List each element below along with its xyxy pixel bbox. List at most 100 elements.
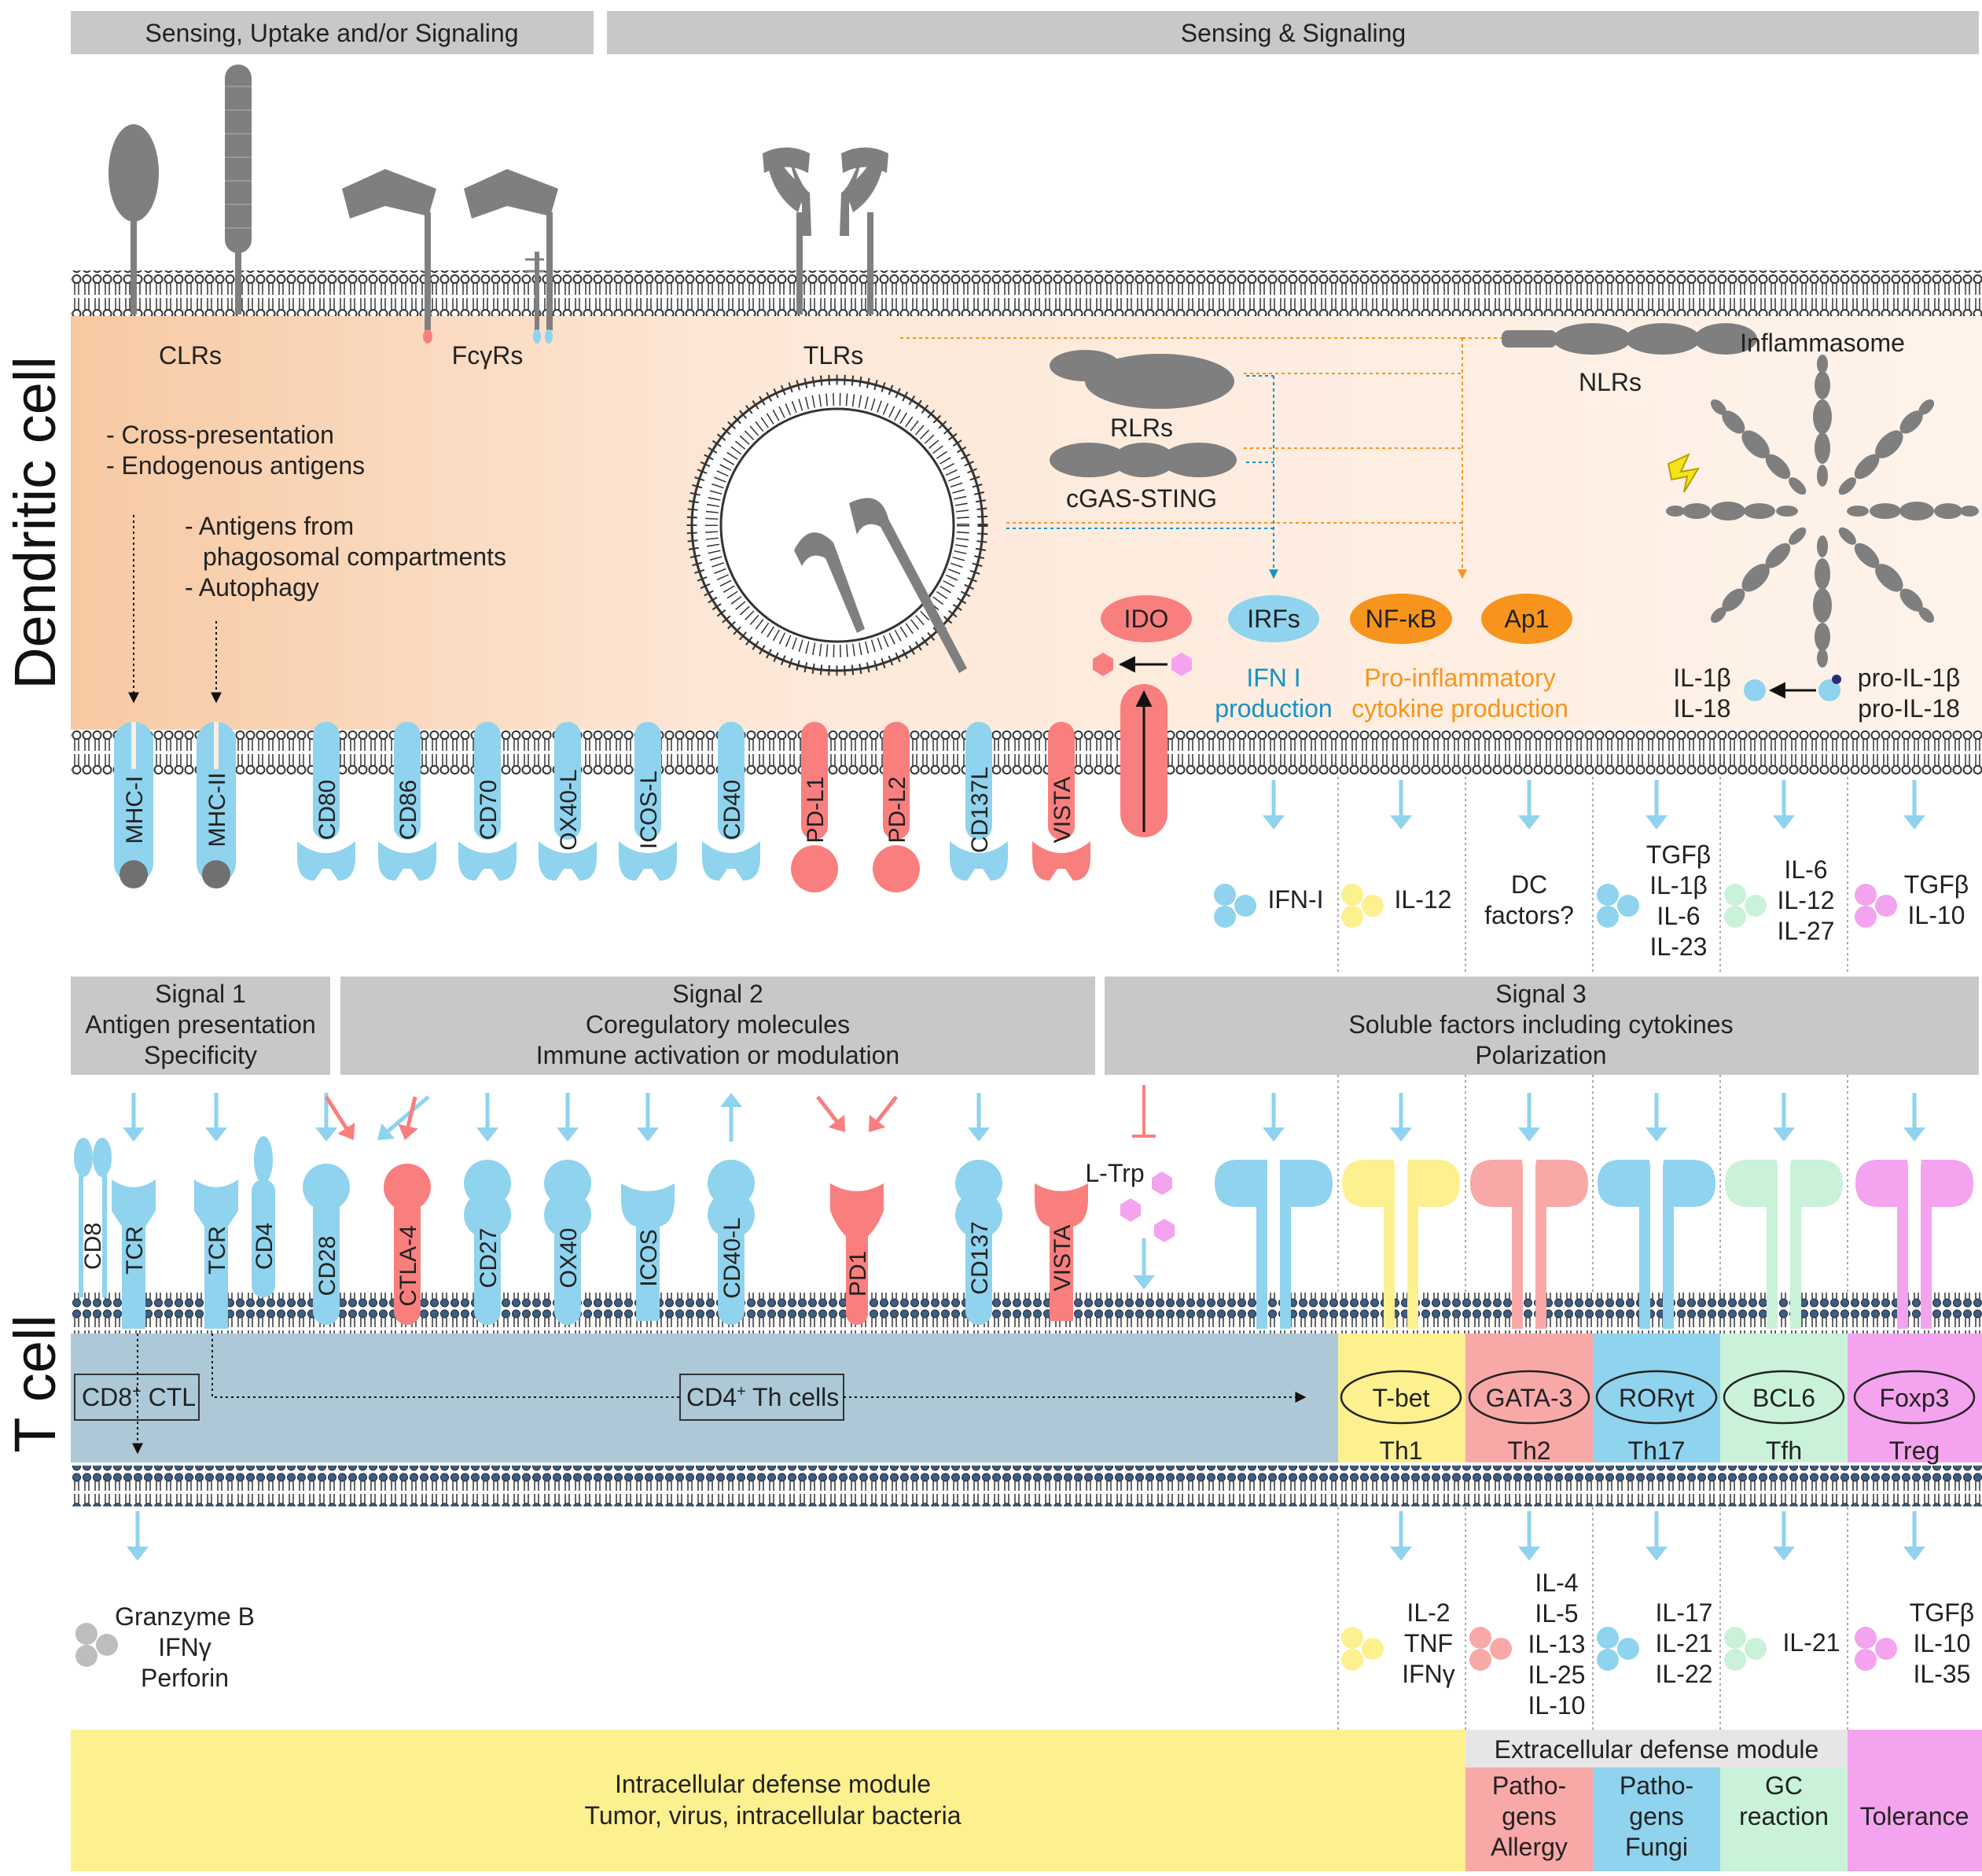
dc-molecule-label: CD137L (967, 767, 993, 853)
cytokine-receptors (1215, 1093, 1973, 1329)
dc-cytokine-label: IL-12 (1778, 886, 1835, 914)
t-molecule-ox40: OX40 (544, 1160, 591, 1325)
ctl-label-rest: CTL (142, 1383, 196, 1411)
dc-cytokine-label: IL-6 (1784, 855, 1827, 884)
signal1-banner (71, 977, 330, 1075)
cytokine-cluster-icon (1214, 884, 1256, 928)
ifn-production-2: production (1215, 694, 1332, 723)
t-molecule-vista: VISTA (1035, 1183, 1088, 1321)
th2-module (1465, 1767, 1593, 1871)
inflammasome-arm (1710, 527, 1807, 623)
ctl-label-sup: + (132, 1383, 142, 1400)
signal3-arrow (1518, 1093, 1540, 1142)
signal1-line3: Specificity (144, 1041, 257, 1069)
th-label-main: CD4 (686, 1383, 737, 1411)
signal2-line1: Signal 2 (672, 980, 763, 1008)
dc-cytoplasm (71, 299, 1982, 739)
t-molecule-ctla-4: CTLA-4 (384, 1164, 431, 1325)
subset-output-label: IL-21 (1783, 1628, 1840, 1657)
t-molecule-cd27: CD27 (464, 1160, 511, 1325)
subset-secretion-arrow (1390, 1511, 1412, 1561)
note-endogenous: - Endogenous antigens (106, 451, 365, 480)
signaling-lines (900, 337, 1502, 579)
t-molecule-label: OX40 (556, 1228, 582, 1289)
dc-molecule-label: CD80 (314, 780, 340, 841)
granule-cluster-icon (75, 1623, 118, 1667)
ifn-production-1: IFN I (1246, 664, 1300, 692)
dc-molecule-cd40: CD40 (702, 722, 760, 881)
pd1-ligand-arrow (869, 1095, 898, 1132)
dc-cytokine-label: factors? (1484, 901, 1574, 929)
dc-secretion-arrow (1773, 780, 1795, 829)
inflammasome-wheel (1666, 355, 1979, 668)
inflammasome-arm (1838, 399, 1935, 495)
th2-module-line2: gens (1502, 1802, 1556, 1830)
il18-label: IL-18 (1674, 694, 1731, 723)
signal3-line1: Signal 3 (1495, 980, 1587, 1008)
note-phagosomal: phagosomal compartments (203, 543, 506, 571)
ido-transporter (1120, 684, 1168, 837)
signal3-arrow (1903, 1093, 1925, 1142)
ltrp-label: L-Trp (1085, 1159, 1144, 1187)
dc-molecule-label: VISTA (1050, 777, 1076, 843)
inflammasome-arm (1813, 355, 1832, 487)
subset-name-label: Th1 (1379, 1436, 1422, 1465)
subset-output-label: IL-10 (1914, 1629, 1971, 1657)
th-arrow (211, 1333, 680, 1398)
tcell-membrane-top (71, 1293, 1982, 1333)
th2-module-line1: Patho- (1492, 1771, 1566, 1800)
tfh-bg (1720, 1329, 1848, 1462)
ap1-node: Ap1 (1481, 594, 1572, 644)
th17-module (1593, 1767, 1720, 1871)
subset-output-label: IL-2 (1407, 1598, 1450, 1627)
fcyr-receptor-2 (464, 169, 558, 344)
t-molecule-label: CD8 (80, 1223, 106, 1270)
subset-output-label: IL-13 (1528, 1630, 1586, 1658)
signal-arrow-down (968, 1093, 990, 1142)
subset-output-label: IL-35 (1914, 1660, 1971, 1688)
proinflammatory-2: cytokine production (1351, 694, 1568, 723)
cytokine-receptor (1855, 1155, 1973, 1329)
subset-output-label: IL-21 (1656, 1629, 1713, 1657)
clr-receptor-1 (108, 124, 159, 315)
subset-secretion-arrow (1518, 1511, 1540, 1561)
t-molecule-tcr: TCR (194, 1179, 238, 1329)
svg-text:CD4+ Th cells: CD4+ Th cells (686, 1383, 839, 1411)
t-molecule-label: TCR (122, 1226, 148, 1275)
extracellular-label: Extracellular defense module (1495, 1735, 1819, 1764)
inflammasome-arm (1666, 502, 1798, 520)
signal-arrow-down (637, 1093, 659, 1142)
ctl-label-main: CD8 (82, 1383, 132, 1411)
dc-molecule-label: CD86 (395, 780, 421, 841)
t-molecule-label: CD27 (476, 1228, 502, 1289)
clr-receptor-2 (225, 64, 252, 315)
t-molecule-label: CD137 (967, 1221, 993, 1294)
header-left (71, 11, 594, 54)
subset-name-label: Th17 (1628, 1436, 1686, 1465)
endosome (686, 374, 988, 676)
t-molecule-label: TCR (204, 1226, 230, 1275)
dc-cytokine-label: IL-6 (1657, 902, 1700, 930)
nfkb-node: NF-κB (1350, 594, 1452, 644)
nlr-shape (1502, 323, 1757, 355)
danger-bolt-icon (1667, 452, 1700, 493)
subset-secretion-arrow (1773, 1511, 1795, 1561)
dc-molecule-ox40-l: OX40-L (539, 722, 597, 881)
subset-secretion-arrow (1646, 1511, 1668, 1561)
t-molecule-label: CTLA-4 (395, 1225, 421, 1306)
dc-cytokine-label: IL-12 (1395, 885, 1452, 914)
th-label-rest: Th cells (746, 1383, 840, 1411)
t-molecule-icos: ICOS (621, 1183, 675, 1321)
note-cross-presentation: - Cross-presentation (106, 421, 334, 449)
t-molecule-cd40-l: CD40-L (708, 1160, 755, 1325)
inhibitory-arrow (398, 1096, 418, 1140)
note-antigens-from: - Antigens from (185, 512, 354, 540)
t-molecule-label: VISTA (1050, 1225, 1076, 1291)
